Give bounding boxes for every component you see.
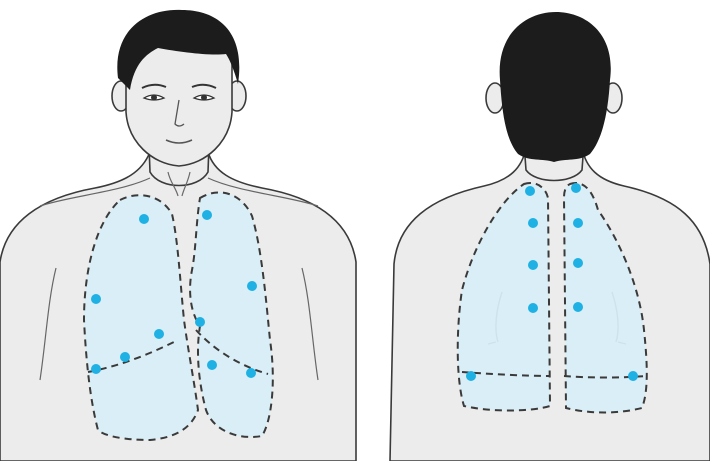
anterior-view [0, 10, 356, 461]
auscultation-point [528, 303, 538, 313]
posterior-view [390, 12, 710, 461]
auscultation-point [120, 352, 130, 362]
auscultation-point [91, 294, 101, 304]
auscultation-point [466, 371, 476, 381]
auscultation-point [246, 368, 256, 378]
auscultation-point [528, 218, 538, 228]
left-pupil [151, 95, 157, 101]
auscultation-point [139, 214, 149, 224]
auscultation-point [91, 364, 101, 374]
auscultation-point [573, 302, 583, 312]
auscultation-point [195, 317, 205, 327]
auscultation-point [247, 281, 257, 291]
auscultation-point [207, 360, 217, 370]
auscultation-point [202, 210, 212, 220]
auscultation-point [525, 186, 535, 196]
auscultation-point [628, 371, 638, 381]
auscultation-point [573, 218, 583, 228]
posterior-hair [500, 12, 611, 162]
auscultation-point [571, 183, 581, 193]
auscultation-point [573, 258, 583, 268]
auscultation-point [154, 329, 164, 339]
auscultation-point [528, 260, 538, 270]
right-pupil [201, 95, 207, 101]
